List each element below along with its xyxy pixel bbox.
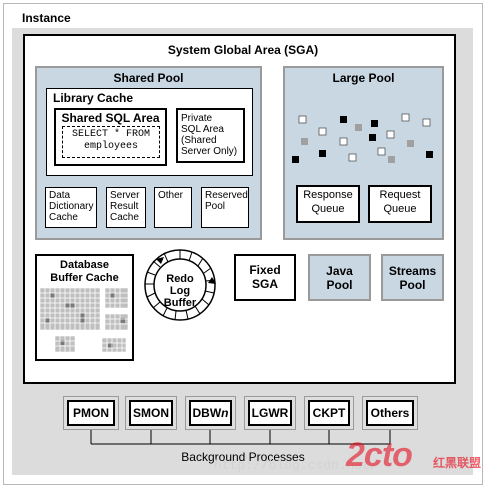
other-line1: Other bbox=[158, 190, 184, 201]
large-pool-title: Large Pool bbox=[332, 71, 395, 85]
data-dictionary-cache bbox=[45, 187, 97, 228]
process-lgwr: LGWR bbox=[248, 400, 292, 426]
dbwn-prefix: DBW bbox=[192, 406, 222, 420]
sql-code-box bbox=[62, 126, 160, 158]
large-pool-squares bbox=[292, 113, 433, 163]
sql-code-line1: SELECT * FROM bbox=[71, 129, 150, 140]
redo-line2: Log bbox=[169, 285, 191, 297]
server-result-cache bbox=[106, 187, 146, 228]
ddc-line3: Cache bbox=[49, 212, 78, 223]
sga-title: System Global Area (SGA) bbox=[167, 43, 319, 57]
private-sql-area bbox=[176, 108, 245, 163]
watermark-logo: 2cto bbox=[346, 436, 413, 474]
watermark-url: http://blog.csdn.net/ bbox=[214, 458, 378, 473]
watermark-logo-cn: 红黑联盟 bbox=[433, 456, 482, 470]
shared-sql-area-title: Shared SQL Area bbox=[61, 111, 160, 125]
process-connector bbox=[90, 430, 391, 445]
fixed-sga bbox=[234, 254, 296, 301]
private-sql-line3: (Shared bbox=[181, 135, 217, 146]
private-sql-line1: Private bbox=[181, 113, 213, 124]
private-sql-line2: SQL Area bbox=[181, 124, 224, 135]
dbc-line1: Database bbox=[60, 259, 109, 271]
java-pool-line1: Java bbox=[326, 264, 353, 278]
shared-sql-area bbox=[54, 108, 167, 166]
private-sql-line4: Server Only) bbox=[181, 146, 238, 157]
other-component bbox=[154, 187, 192, 228]
redo-log-buffer-ring bbox=[144, 249, 216, 321]
ddc-line1: Data bbox=[49, 190, 71, 201]
streams-pool-line1: Streams bbox=[388, 264, 437, 278]
process-ckpt: CKPT bbox=[308, 400, 350, 426]
dbwn-suffix: n bbox=[221, 406, 229, 420]
src-line3: Cache bbox=[110, 212, 139, 223]
process-others: Others bbox=[366, 400, 414, 426]
redo-line3: Buffer bbox=[163, 297, 197, 309]
buffer-grid bbox=[40, 288, 129, 353]
process-smon: SMON bbox=[129, 400, 173, 426]
src-line2: Result bbox=[110, 201, 139, 212]
src-line1: Server bbox=[110, 190, 140, 201]
request-queue-line2: Queue bbox=[383, 203, 417, 215]
request-queue-line1: Request bbox=[379, 189, 421, 201]
java-pool-line2: Pool bbox=[326, 278, 353, 292]
redo-line1: Redo bbox=[166, 273, 194, 285]
streams-pool-line2: Pool bbox=[399, 278, 426, 292]
streams-pool bbox=[381, 254, 444, 301]
reserved-line1: Reserved bbox=[205, 190, 248, 201]
reserved-pool bbox=[201, 187, 249, 228]
dbc-line2: Buffer Cache bbox=[50, 272, 119, 284]
process-dbwn: DBWn bbox=[189, 400, 232, 426]
background-processes-label: Background Processes bbox=[181, 450, 305, 464]
fixed-sga-line1: Fixed bbox=[249, 263, 281, 277]
fixed-sga-line2: SGA bbox=[251, 277, 278, 291]
request-queue bbox=[368, 185, 432, 223]
response-queue-line2: Queue bbox=[311, 203, 345, 215]
shared-pool-title: Shared Pool bbox=[113, 71, 184, 85]
instance-label: Instance bbox=[22, 11, 71, 25]
response-queue bbox=[296, 185, 360, 223]
ddc-line2: Dictionary bbox=[49, 201, 94, 212]
java-pool bbox=[308, 254, 371, 301]
sql-code-line2: employees bbox=[83, 141, 138, 152]
library-cache-title: Library Cache bbox=[53, 91, 134, 105]
process-pmon: PMON bbox=[67, 400, 115, 426]
response-queue-line1: Response bbox=[303, 189, 353, 201]
reserved-line2: Pool bbox=[205, 201, 226, 212]
